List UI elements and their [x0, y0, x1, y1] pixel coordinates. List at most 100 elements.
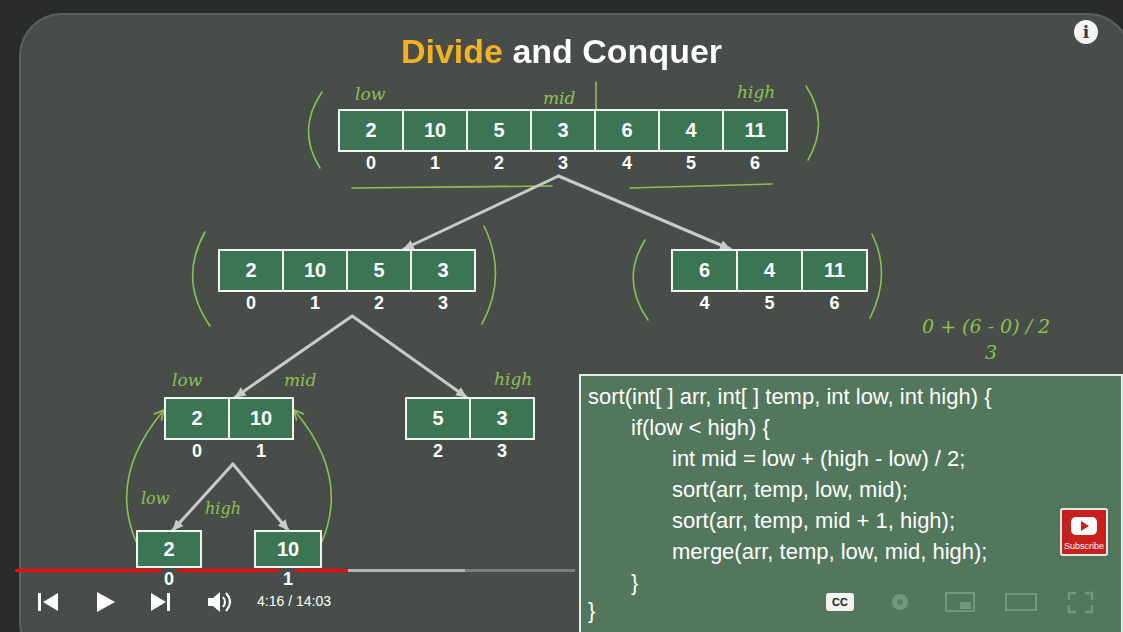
array-index: 1: [430, 153, 440, 173]
array-index: 0: [161, 569, 177, 589]
icon-play: [1081, 521, 1089, 531]
cell-value: 11: [744, 119, 765, 142]
index-row-cell: 1: [228, 441, 294, 462]
array-cell: 10: [254, 530, 322, 568]
code-line: sort(arr, temp, mid + 1, high);: [672, 508, 955, 534]
array-cell: 2: [218, 249, 284, 292]
split-arrow: [352, 316, 466, 397]
subscribe-icon-holder: [1062, 515, 1106, 537]
array-cell: 6: [671, 249, 738, 292]
index-row-cell: 2: [405, 441, 471, 462]
cell-value: 2: [365, 119, 376, 142]
prev-icon: [38, 593, 41, 611]
array-index: 4: [622, 153, 632, 173]
array-box: 2010152336445116: [338, 109, 788, 176]
button-label: CC: [832, 596, 848, 608]
cell-value: 5: [432, 407, 443, 430]
cell-value: 2: [191, 407, 202, 430]
hand-note: high: [205, 499, 241, 518]
array-index: 1: [310, 293, 320, 313]
index-row-cell: 1: [282, 293, 348, 314]
array-index: 6: [750, 153, 760, 173]
cell-value: 10: [250, 407, 272, 430]
hand-note: 3: [985, 341, 997, 363]
index-row-cell: 4: [671, 293, 738, 314]
cell-value: 2: [163, 538, 174, 561]
cell-value: 5: [373, 259, 384, 282]
split-arrow: [404, 176, 559, 249]
cell-value: 2: [245, 259, 256, 282]
array-box: 20: [136, 530, 202, 592]
array-box: 2 0 10 1: [164, 397, 294, 464]
array-cell: 6: [594, 109, 660, 152]
array-cell: 10: [228, 397, 294, 440]
array-cell: 10: [282, 249, 348, 292]
array-cell: 3: [469, 397, 535, 440]
index-row-cell: 5: [658, 153, 724, 174]
split-arrow: [559, 176, 731, 249]
array-cell: 2: [338, 109, 404, 152]
code-line: int mid = low + (high - low) / 2;: [672, 446, 965, 472]
array-index: 6: [829, 293, 839, 313]
index-row-cell: 2: [466, 153, 532, 174]
array-box: 201015233: [218, 249, 476, 316]
index-row-cell: 0: [218, 293, 284, 314]
code-line: sort(arr, temp, low, mid);: [672, 477, 908, 503]
array-index: 2: [433, 441, 443, 461]
button-label: Subscribe: [1062, 541, 1106, 551]
index-row-cell: 6: [722, 153, 788, 174]
code-line: }: [631, 570, 638, 596]
progress-played: [15, 569, 348, 572]
array-index: 0: [192, 441, 202, 461]
info-button: i: [1074, 20, 1098, 44]
index-row-cell: 2: [346, 293, 412, 314]
volume-icon: [226, 593, 230, 611]
index-row-cell: 1: [254, 569, 322, 590]
cell-value: 4: [764, 259, 775, 282]
underline: [630, 184, 772, 188]
bracket: [806, 86, 819, 160]
volume-icon: [208, 592, 220, 612]
index-row-cell: 3: [469, 441, 535, 462]
hand-note: mid: [543, 88, 575, 108]
subscribe-icon: [1062, 515, 1106, 537]
time-readout: 4:16 / 14:03: [257, 593, 331, 609]
hand-arrow: [294, 410, 331, 542]
progress-rest: [465, 569, 575, 572]
progress-buffered: [348, 569, 465, 572]
array-cell: 5: [466, 109, 532, 152]
hand-brackets: [193, 82, 882, 326]
hand-note: 0 + (6 - 0) / 2: [922, 315, 1050, 337]
bracket: [482, 226, 496, 324]
array-box: 6445116: [671, 249, 868, 316]
cell-value: 10: [424, 119, 446, 142]
prev-icon: [43, 593, 58, 611]
index-row-cell: 0: [164, 441, 230, 462]
array-index: 3: [558, 153, 568, 173]
split-arrow: [236, 316, 353, 397]
button-label: i: [1083, 22, 1089, 42]
cell-value: 3: [437, 259, 448, 282]
array-cell: 4: [736, 249, 803, 292]
index-row-cell: 1: [402, 153, 468, 174]
array-index: 3: [438, 293, 448, 313]
array-index: 1: [280, 569, 296, 589]
array-index: 1: [256, 441, 266, 461]
array-index: 5: [686, 153, 696, 173]
bracket: [308, 92, 322, 168]
array-index: 5: [764, 293, 774, 313]
cell-value: 5: [493, 119, 504, 142]
board-ground: [20, 14, 1123, 632]
play-icon: [97, 592, 115, 612]
index-row-cell: 4: [594, 153, 660, 174]
array-cell: 2: [164, 397, 230, 440]
array-index: 0: [246, 293, 256, 313]
cell-value: 6: [621, 119, 632, 142]
code-line: merge(arr, temp, low, mid, high);: [672, 539, 987, 565]
array-cell: 5: [346, 249, 412, 292]
slide-title: Divide and Conquer: [401, 32, 722, 71]
index-row-cell: 6: [801, 293, 868, 314]
volume-icon: [223, 597, 225, 607]
